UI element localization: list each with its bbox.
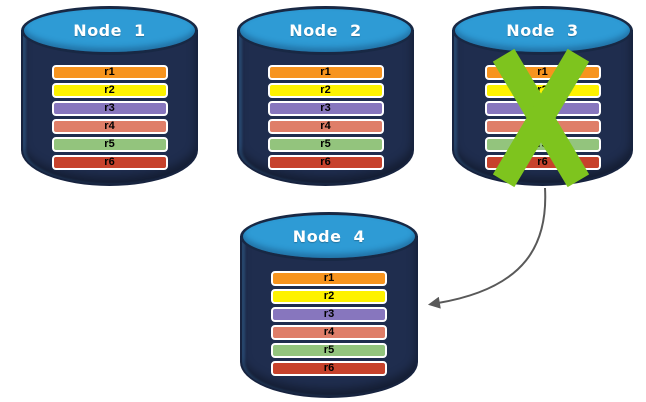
record-label: r3: [320, 102, 331, 114]
record-label: r3: [323, 308, 335, 320]
cylinder-top: Node 3: [452, 6, 633, 55]
record-list: r1 r2 r3 r4 r5 r6: [271, 271, 387, 379]
record-label: r4: [537, 120, 548, 132]
cylinder-top: Node 1: [21, 6, 198, 55]
record-label: r2: [323, 290, 335, 302]
record-bar: r1: [271, 271, 387, 286]
record-label: r3: [104, 102, 115, 114]
record-label: r4: [104, 120, 115, 132]
record-label: r6: [320, 156, 331, 168]
record-label: r1: [320, 66, 331, 78]
record-bar: r6: [51, 155, 168, 170]
record-label: r1: [537, 66, 548, 78]
record-label: r1: [104, 66, 115, 78]
record-label: r2: [320, 84, 331, 96]
record-label: r5: [104, 138, 115, 150]
record-bar: r5: [271, 343, 387, 358]
record-bar: r2: [267, 83, 384, 98]
node-title: Node 4: [292, 227, 366, 246]
record-bar: r3: [51, 101, 168, 116]
node-cylinder-4: Node 4 r1 r2 r3 r4 r5 r6: [240, 212, 418, 398]
record-bar: r6: [267, 155, 384, 170]
record-bar: r2: [484, 83, 601, 98]
record-bar: r3: [271, 307, 387, 322]
record-bar: r1: [484, 65, 601, 80]
record-label: r1: [323, 272, 335, 284]
record-label: r5: [323, 344, 335, 356]
record-bar: r3: [267, 101, 384, 116]
record-bar: r5: [51, 137, 168, 152]
record-bar: r5: [267, 137, 384, 152]
record-bar: r2: [271, 289, 387, 304]
record-label: r4: [320, 120, 331, 132]
record-label: r6: [537, 156, 548, 168]
record-bar: r4: [51, 119, 168, 134]
record-label: r5: [537, 138, 548, 150]
node-cylinder-3: Node 3 r1 r2 r3 r4 r5 r6: [452, 6, 633, 186]
record-bar: r4: [484, 119, 601, 134]
record-bar: r1: [51, 65, 168, 80]
record-label: r2: [537, 84, 548, 96]
node-title: Node 2: [289, 21, 362, 40]
record-bar: r2: [51, 83, 168, 98]
record-list: r1 r2 r3 r4 r5 r6: [267, 65, 384, 173]
record-label: r6: [323, 362, 335, 374]
record-bar: r3: [484, 101, 601, 116]
record-bar: r5: [484, 137, 601, 152]
record-label: r5: [320, 138, 331, 150]
record-bar: r6: [484, 155, 601, 170]
cylinder-top: Node 4: [240, 212, 418, 261]
record-bar: r4: [271, 325, 387, 340]
failover-arrow: [427, 187, 547, 309]
cylinder-top: Node 2: [237, 6, 414, 55]
node-title: Node 3: [506, 21, 579, 40]
node-cylinder-1: Node 1 r1 r2 r3 r4 r5 r6: [21, 6, 198, 186]
record-label: r3: [537, 102, 548, 114]
record-bar: r6: [271, 361, 387, 376]
node-cylinder-2: Node 2 r1 r2 r3 r4 r5 r6: [237, 6, 414, 186]
record-bar: r1: [267, 65, 384, 80]
record-label: r6: [104, 156, 115, 168]
record-label: r2: [104, 84, 115, 96]
node-title: Node 1: [73, 21, 146, 40]
record-bar: r4: [267, 119, 384, 134]
record-label: r4: [323, 326, 335, 338]
record-list: r1 r2 r3 r4 r5 r6: [51, 65, 168, 173]
record-list: r1 r2 r3 r4 r5 r6: [484, 65, 601, 173]
